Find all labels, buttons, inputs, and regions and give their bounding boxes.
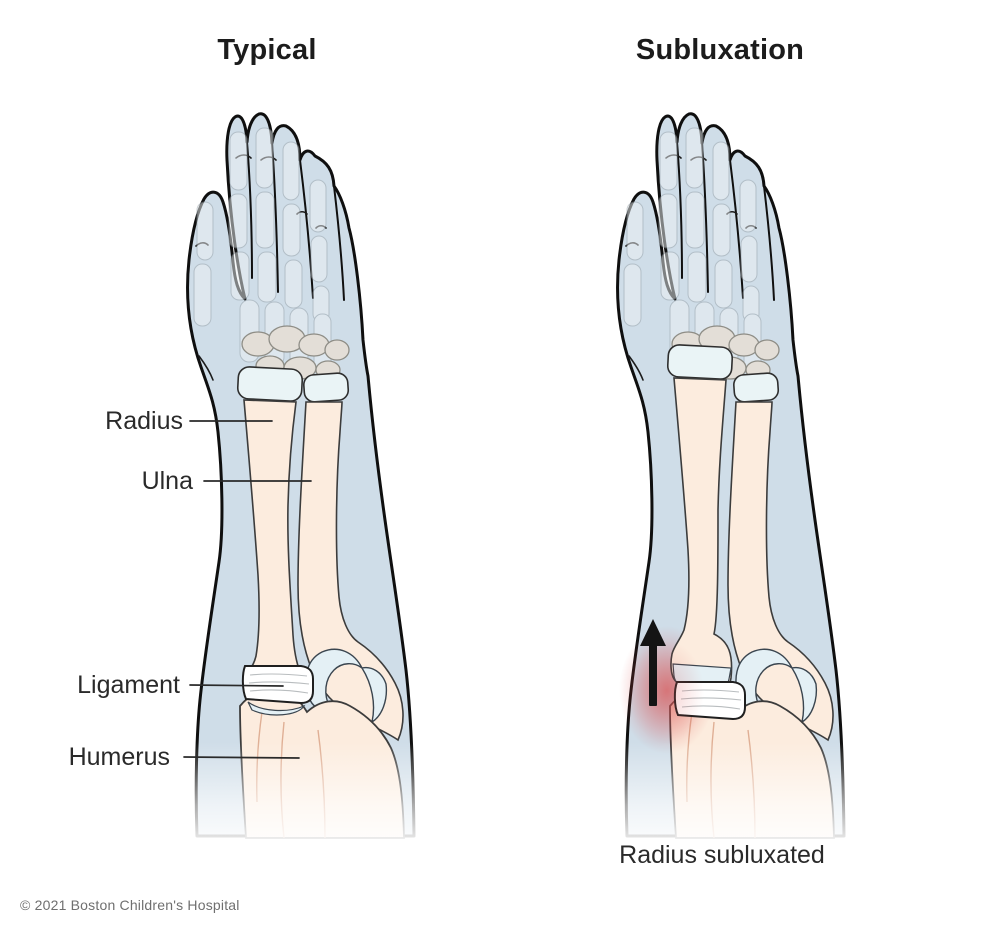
radius-epiphysis bbox=[236, 366, 304, 402]
copyright-notice: © 2021 Boston Children's Hospital bbox=[20, 897, 240, 913]
annular-ligament bbox=[241, 665, 314, 705]
caption-radius-subluxated: Radius subluxated bbox=[619, 841, 825, 869]
panel-title-subluxation: Subluxation bbox=[635, 34, 805, 66]
label-ulna: Ulna bbox=[141, 467, 193, 495]
typical-arm-illustration bbox=[186, 112, 416, 840]
ligament-striations bbox=[248, 673, 310, 694]
inflammation-glow-overlay bbox=[628, 640, 704, 744]
label-humerus: Humerus bbox=[68, 743, 170, 771]
subluxation-arm-illustration bbox=[616, 112, 846, 840]
radius-epiphysis-subluxated bbox=[666, 344, 734, 380]
subluxation-arrow-icon bbox=[640, 619, 666, 706]
bottom-fade bbox=[0, 742, 1000, 882]
humerus-leader-line bbox=[183, 756, 300, 759]
label-ligament: Ligament bbox=[77, 671, 180, 699]
leader-lines bbox=[183, 420, 312, 759]
radial-head-cartilage bbox=[247, 701, 306, 716]
ligament-leader-line bbox=[189, 684, 284, 687]
label-radius: Radius bbox=[105, 407, 183, 435]
panel-title-typical: Typical bbox=[217, 34, 317, 66]
